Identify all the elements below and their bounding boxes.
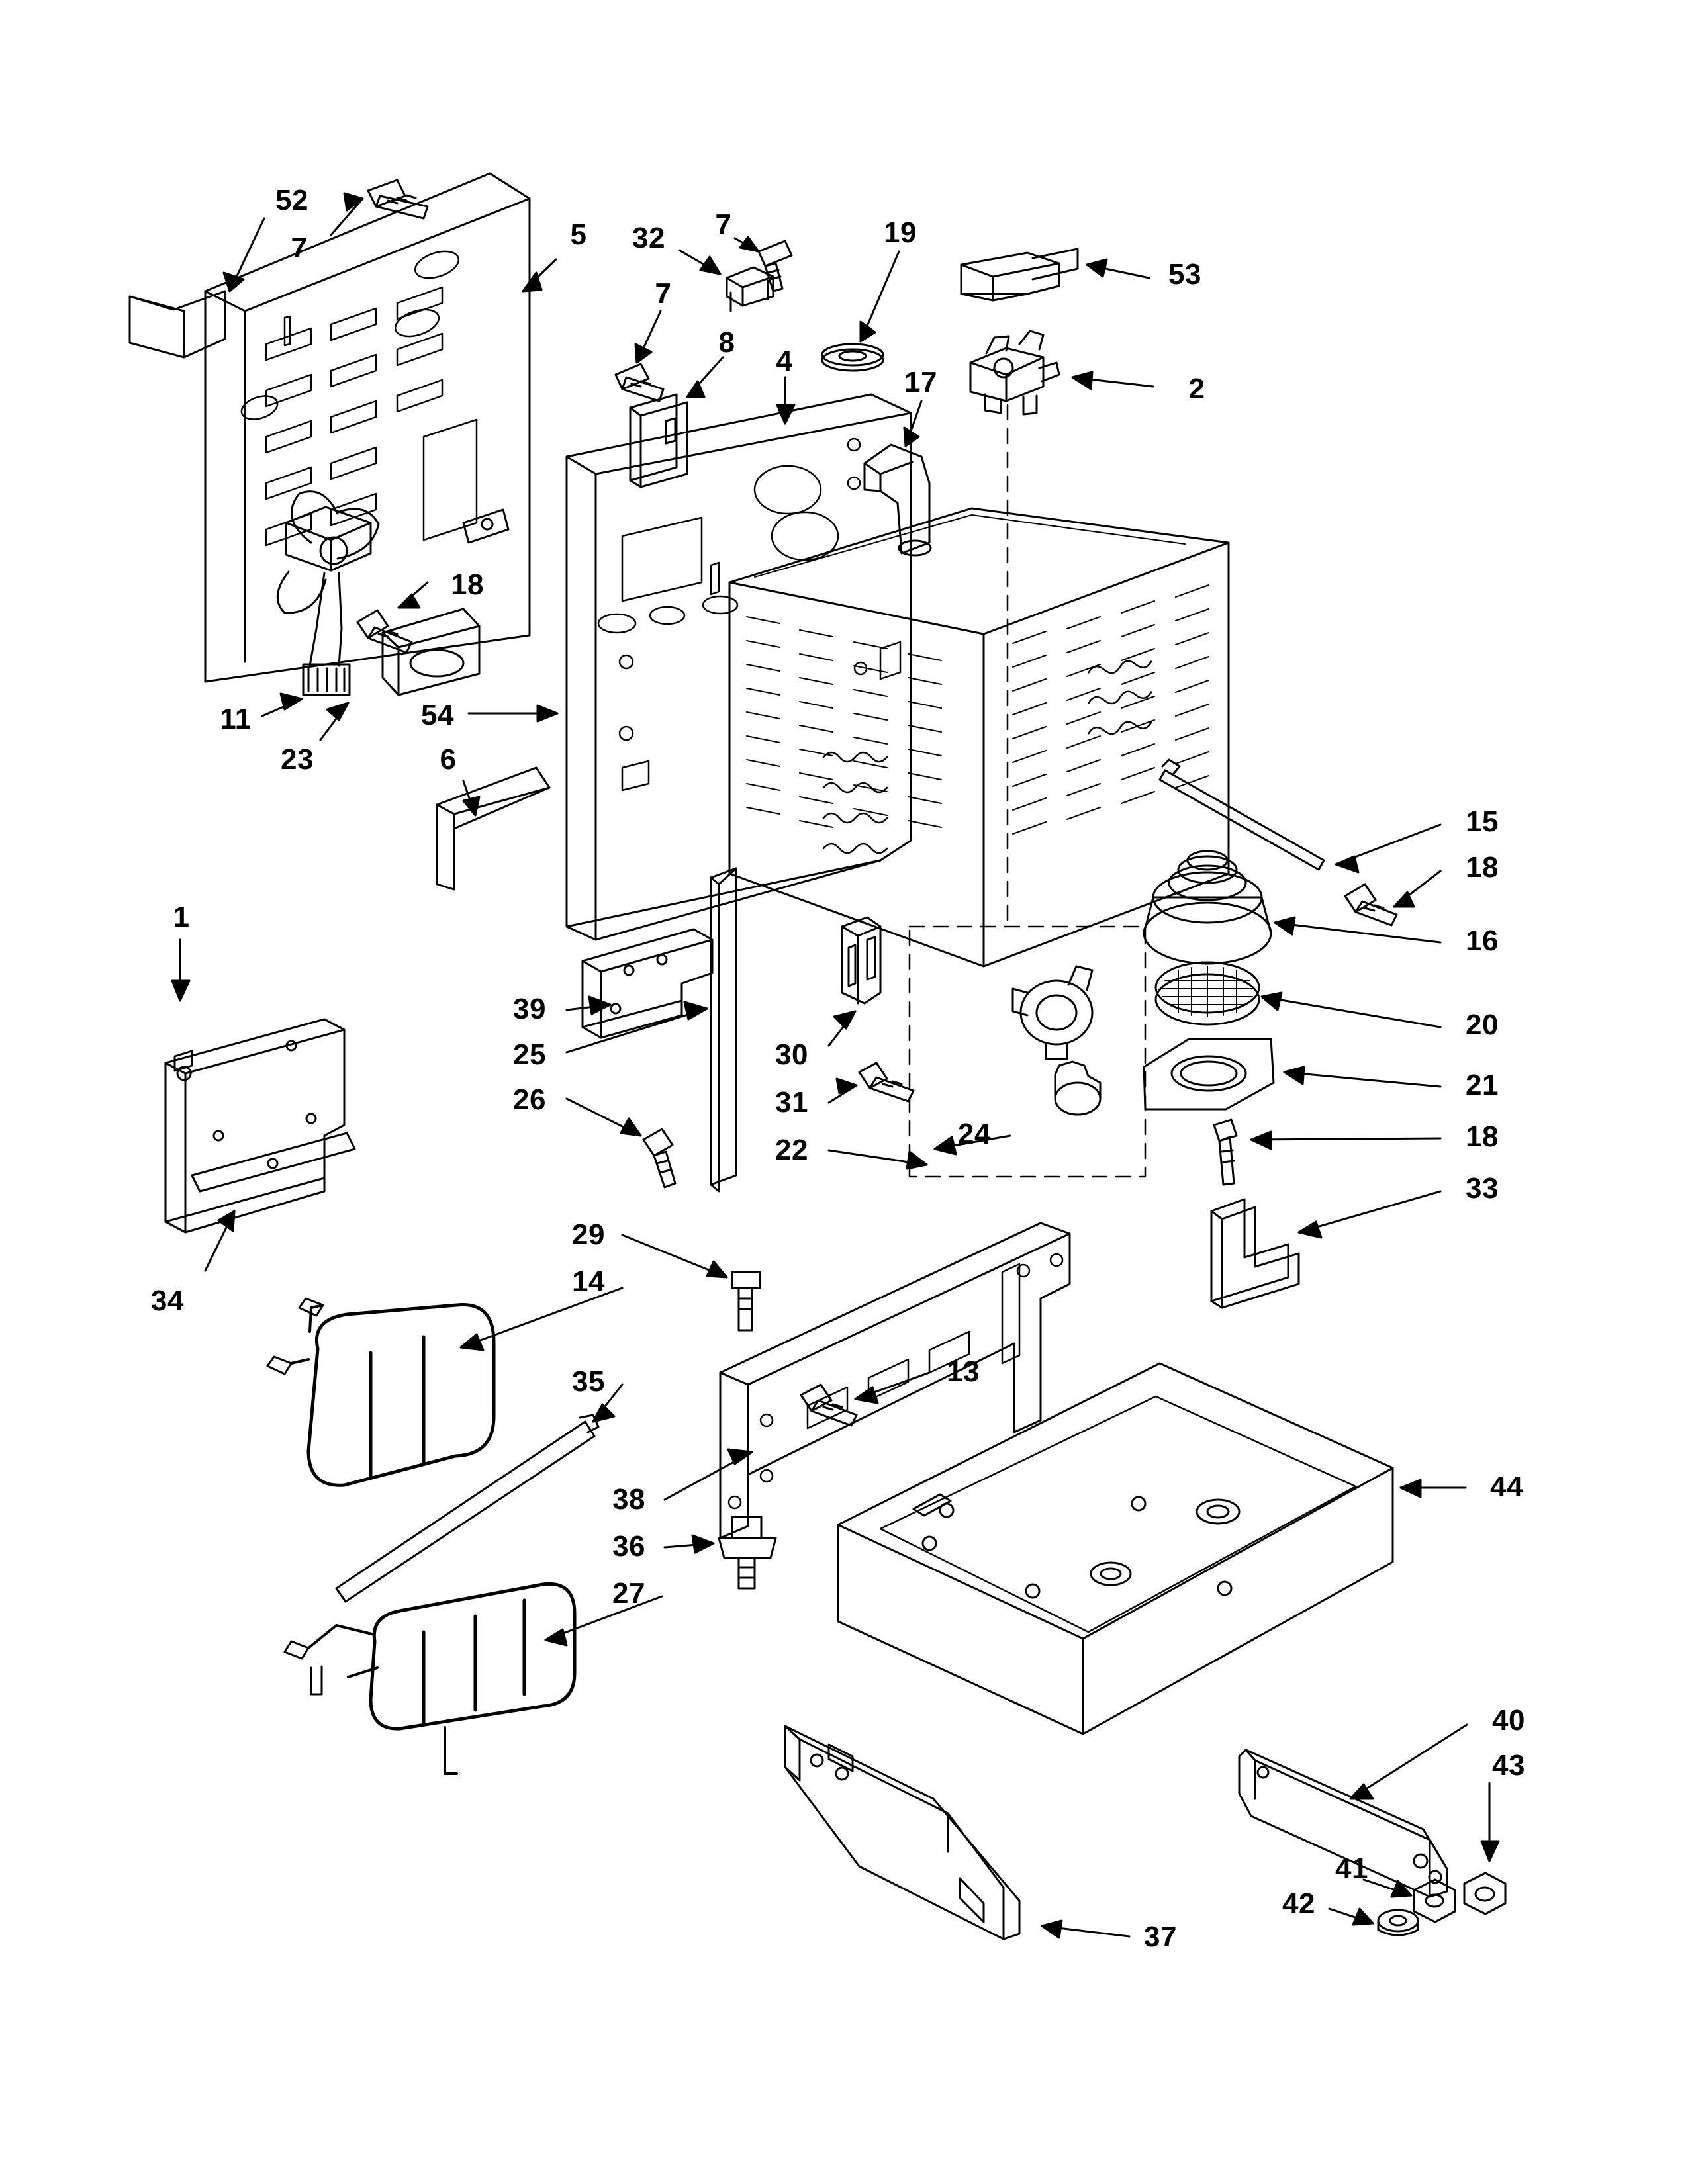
callout-24: 24 <box>958 1118 991 1150</box>
part-33-bracket <box>1210 1198 1300 1309</box>
part-6-trim-strip <box>436 766 551 891</box>
callout-37: 37 <box>1144 1921 1177 1953</box>
part-20-fan-grid <box>1154 961 1260 1026</box>
part-4-front-frame <box>565 393 912 941</box>
callout-34: 34 <box>151 1285 184 1317</box>
part-24-dashed-region <box>908 925 1147 1178</box>
part-53-bracket <box>960 248 1079 302</box>
callout-14: 14 <box>572 1265 605 1298</box>
callout-23: 23 <box>281 743 314 776</box>
callout-44: 44 <box>1490 1471 1523 1503</box>
callout-54: 54 <box>421 699 454 731</box>
part-30-igniter <box>841 916 882 1005</box>
part-18-screw-b <box>1344 883 1398 927</box>
callout-22: 22 <box>775 1134 808 1166</box>
callout-17: 17 <box>904 366 937 398</box>
callout-1: 1 <box>173 901 190 933</box>
callout-15: 15 <box>1466 805 1499 838</box>
part-21-gasket-plate <box>1143 1038 1275 1111</box>
callout-18-c: 18 <box>1466 1120 1499 1153</box>
callout-21: 21 <box>1466 1069 1499 1101</box>
callout-31: 31 <box>775 1086 808 1118</box>
part-52-plate <box>128 290 226 359</box>
callout-32: 32 <box>632 222 665 254</box>
callout-4: 4 <box>776 345 793 377</box>
callout-36: 36 <box>612 1530 645 1563</box>
callout-13: 13 <box>947 1355 980 1388</box>
callout-30: 30 <box>775 1038 808 1071</box>
part-18-screw-c <box>1213 1118 1238 1186</box>
part-2-valve <box>969 330 1060 416</box>
part-19-ring <box>821 343 884 372</box>
callout-19: 19 <box>884 216 917 249</box>
part-17-vent-tube <box>863 443 932 557</box>
callout-33: 33 <box>1466 1172 1499 1205</box>
part-16-blower-housing <box>1143 850 1272 965</box>
callout-27: 27 <box>612 1577 645 1610</box>
part-31-screw <box>858 1062 915 1103</box>
part-15-rod <box>1158 758 1325 871</box>
callout-26: 26 <box>513 1083 546 1116</box>
callout-39: 39 <box>513 993 546 1025</box>
part-41-42-nut-washer <box>1377 1878 1456 1936</box>
part-32-clip <box>726 266 774 312</box>
part-27-broil-element <box>283 1582 577 1775</box>
part-39-bottom-plate <box>581 928 714 1039</box>
callout-41: 41 <box>1335 1852 1368 1885</box>
part-29-screw <box>731 1271 761 1332</box>
callout-18-a: 18 <box>451 569 484 601</box>
callout-7-a: 7 <box>291 232 308 264</box>
callout-6: 6 <box>440 743 457 776</box>
callout-43: 43 <box>1492 1749 1525 1782</box>
part-43-nut <box>1463 1872 1507 1915</box>
part-26-screw <box>642 1128 677 1189</box>
part-25-post <box>710 867 737 1193</box>
callout-42: 42 <box>1282 1888 1315 1920</box>
callout-5: 5 <box>570 218 587 251</box>
callout-52: 52 <box>275 184 308 216</box>
callout-20: 20 <box>1466 1009 1499 1041</box>
callout-2: 2 <box>1188 373 1205 405</box>
part-54-vent-cover <box>381 608 481 696</box>
part-38-screw <box>800 1383 858 1427</box>
part-7-screw-c <box>614 363 665 402</box>
callout-53: 53 <box>1168 258 1201 291</box>
part-7-screw-a <box>367 179 429 220</box>
oven-cavity <box>728 507 1230 968</box>
part-35-rail <box>335 1414 600 1603</box>
part-34-strip <box>191 1132 356 1193</box>
part-14-bake-element <box>266 1297 496 1487</box>
part-8-bracket <box>629 393 688 488</box>
callout-40: 40 <box>1492 1704 1525 1737</box>
part-13-support-rail <box>719 1222 1071 1539</box>
callout-11: 11 <box>220 703 252 735</box>
part-11-fan-motor <box>276 490 380 696</box>
part-37-front-rail <box>784 1725 1021 1940</box>
callout-16: 16 <box>1466 925 1499 957</box>
part-44-bottom-pan <box>837 1362 1394 1735</box>
callout-38: 38 <box>612 1483 645 1516</box>
callout-29: 29 <box>572 1218 605 1251</box>
part-7-screw-b <box>757 240 793 293</box>
callout-35: 35 <box>572 1365 605 1398</box>
callout-8: 8 <box>718 326 735 359</box>
callout-25: 25 <box>513 1038 546 1071</box>
callout-7-c: 7 <box>655 277 672 310</box>
callout-18-b: 18 <box>1466 851 1499 884</box>
part-5-rear-panel <box>204 172 531 683</box>
part-1-panel <box>164 1018 346 1234</box>
part-36-leveling-foot <box>718 1516 777 1590</box>
callout-7-b: 7 <box>715 208 732 241</box>
